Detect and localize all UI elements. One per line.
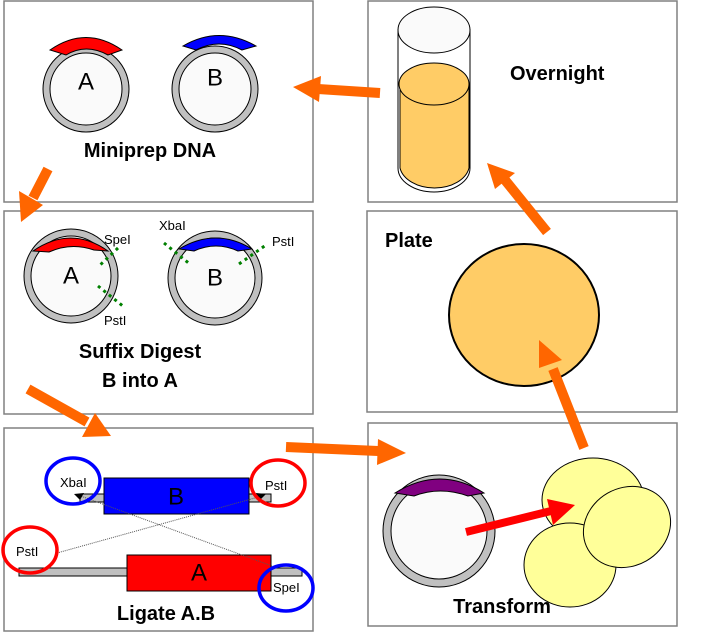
fragment-b-label: B xyxy=(168,484,184,511)
panel-border xyxy=(3,427,314,632)
culture-tube-icon xyxy=(397,6,471,193)
xbai-label: XbaI xyxy=(159,218,186,233)
panel-ligate: B A XbaI PstI PstI SpeI Ligate A.B xyxy=(1,427,315,632)
digest-plasmid-a: A xyxy=(23,228,119,324)
plasmid-b-label: B xyxy=(207,65,223,92)
fragment-a-right-arm xyxy=(270,567,303,577)
flow-arrows xyxy=(19,76,589,465)
fragment-a xyxy=(126,554,272,592)
insert-a xyxy=(48,37,124,56)
psti-label-a: PstI xyxy=(104,313,126,328)
spei-highlight-circle xyxy=(257,563,315,613)
psti-highlight-circle-right xyxy=(249,458,307,508)
fragment-b xyxy=(103,477,250,515)
arrowhead-psti xyxy=(256,493,266,500)
plasmid-a-label: A xyxy=(78,69,94,96)
overnight-title: Overnight xyxy=(510,63,605,85)
fragment-a-label: A xyxy=(191,560,207,587)
arrowhead-xbai xyxy=(74,493,84,500)
spei-label: SpeI xyxy=(104,232,131,247)
digest-title-line1: Suffix Digest xyxy=(79,341,202,363)
panel-plate: Plate xyxy=(366,210,678,413)
arrow-transform-to-plate xyxy=(539,340,589,450)
transform-arrow xyxy=(465,499,575,536)
arrow-digest-to-ligate xyxy=(25,384,111,437)
insert-b xyxy=(181,35,258,51)
panel-transform: Transform xyxy=(367,422,678,627)
psti-highlight-circle-left xyxy=(1,525,59,575)
panel-digest: A B SpeI PstI XbaI PstI Suffix Digest B … xyxy=(3,210,314,415)
plasmid-b: B xyxy=(171,35,259,133)
plasmid-a: A xyxy=(42,37,130,133)
panel-miniprep: A B Miniprep DNA xyxy=(3,0,314,203)
arrow-ligate-to-transform xyxy=(285,439,406,465)
insert-b xyxy=(177,237,254,252)
arrow-overnight-to-miniprep xyxy=(293,76,381,102)
arrow-plate-to-overnight xyxy=(487,163,551,236)
psti-label-b: PstI xyxy=(272,234,294,249)
bacteria-cells-icon xyxy=(523,457,672,608)
digest-title-line2: B into A xyxy=(102,370,178,392)
agar-plate-icon xyxy=(448,243,600,387)
xbai-highlight-circle xyxy=(44,456,102,506)
panel-overnight: Overnight xyxy=(367,0,678,203)
recombinant-plasmid xyxy=(382,474,496,588)
ligate-title: Ligate A.B xyxy=(117,603,215,625)
cut-site-spei xyxy=(96,246,120,269)
digest-plasmid-b-label: B xyxy=(207,265,223,292)
transform-title: Transform xyxy=(453,596,551,618)
cut-site-psti-b xyxy=(238,243,267,266)
miniprep-title: Miniprep DNA xyxy=(84,140,216,162)
insert-ab xyxy=(393,478,486,497)
ligate-xbai-label: XbaI xyxy=(60,475,87,490)
plate-title: Plate xyxy=(385,230,433,252)
ligate-spei-label: SpeI xyxy=(273,580,300,595)
digest-plasmid-b: B xyxy=(167,230,263,326)
cut-site-psti-a xyxy=(97,284,125,309)
digest-plasmid-a-label: A xyxy=(63,263,79,290)
arrow-miniprep-to-digest xyxy=(19,166,53,222)
ligation-line-spei-xbai xyxy=(77,494,273,567)
cut-site-xbai xyxy=(163,241,192,267)
ligate-psti-left-label: PstI xyxy=(16,544,38,559)
ligation-line-psti xyxy=(56,495,263,554)
ligate-psti-right-label: PstI xyxy=(265,478,287,493)
insert-a xyxy=(31,237,110,253)
